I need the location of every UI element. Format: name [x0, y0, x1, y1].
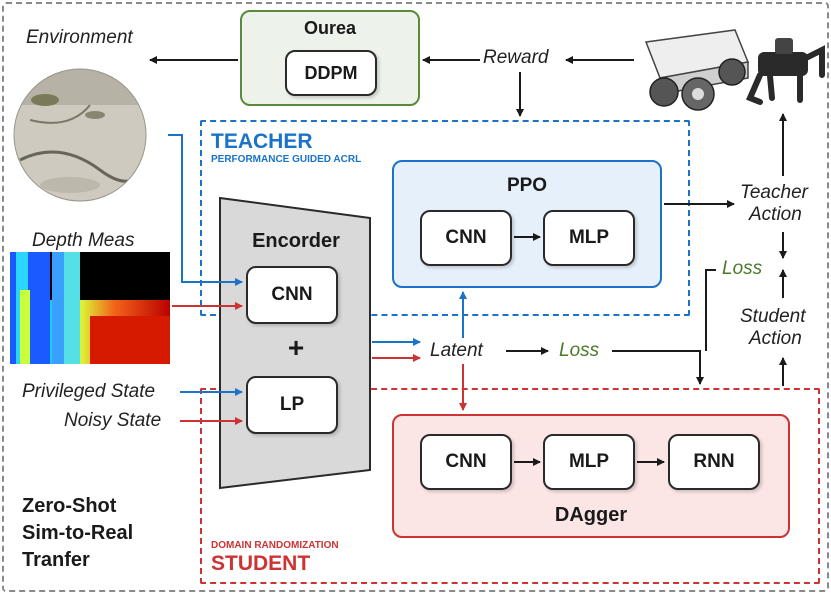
figure-title-line-2: Sim-to-Real: [22, 522, 134, 544]
teacher-subtitle: PERFORMANCE GUIDED ACRL: [211, 154, 362, 165]
environment-label: Environment: [26, 27, 133, 48]
ppo-title: PPO: [506, 175, 548, 196]
teacher-region: [200, 120, 690, 316]
ppo-cnn-block: CNN: [420, 210, 512, 266]
dagger-rnn-block: RNN: [668, 434, 760, 490]
privileged-state-label: Privileged State: [22, 381, 156, 402]
ourea-title: Ourea: [303, 18, 357, 38]
figure-title-line-1: Zero-Shot: [22, 495, 117, 517]
student-action-label-2: Action: [749, 328, 802, 349]
loss-label-right: Loss: [722, 258, 763, 279]
encoder-title: Encorder: [252, 230, 340, 252]
ppo-mlp-block: MLP: [543, 210, 635, 266]
wheeled-robot-icon: [644, 29, 750, 111]
dagger-cnn-block: CNN: [420, 434, 512, 490]
noisy-state-label: Noisy State: [64, 410, 162, 431]
dagger-title: DAgger: [554, 504, 628, 526]
encoder-lp-block: LP: [246, 376, 338, 434]
student-region: [200, 388, 820, 584]
depth-map-image: [10, 252, 170, 364]
encoder-plus: +: [287, 332, 305, 363]
loss-label-mid: Loss: [559, 340, 600, 361]
reward-label: Reward: [483, 47, 549, 68]
terrain-image: [14, 69, 146, 201]
encoder-cnn-block: CNN: [246, 266, 338, 324]
dagger-mlp-block: MLP: [543, 434, 635, 490]
figure-title-line-3: Tranfer: [22, 549, 90, 571]
teacher-title: TEACHER: [211, 130, 313, 153]
student-action-label-1: Student: [740, 306, 806, 327]
student-subtitle: DOMAIN RANDOMIZATION: [211, 540, 339, 551]
teacher-action-label-2: Action: [749, 204, 802, 225]
legged-robot-icon: [746, 38, 825, 105]
teacher-action-label-1: Teacher: [740, 182, 808, 203]
latent-label: Latent: [430, 340, 483, 361]
ddpm-block: DDPM: [285, 50, 377, 96]
depth-meas-label: Depth Meas: [32, 230, 135, 251]
student-title: STUDENT: [211, 552, 311, 575]
